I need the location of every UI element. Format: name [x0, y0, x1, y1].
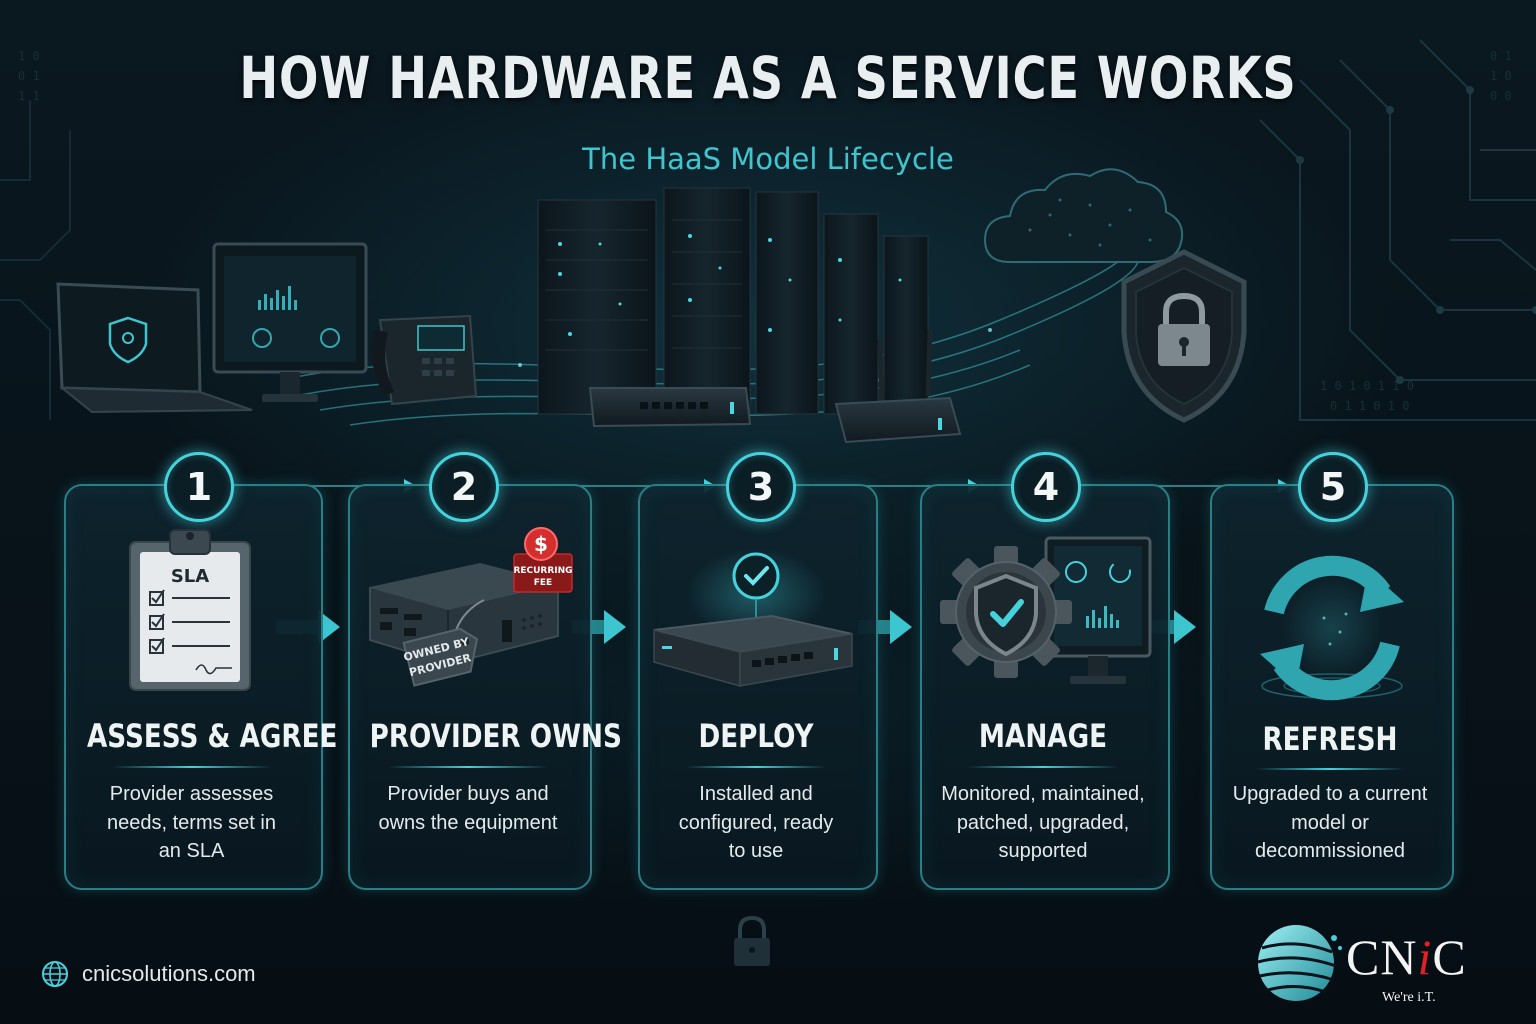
step-number-1: 1: [164, 452, 234, 522]
page-title: HOW HARDWARE AS A SERVICE WORKS: [239, 44, 1297, 112]
step-divider-2: [388, 766, 548, 768]
clipboard-sla-icon: SLA: [129, 529, 251, 691]
laptop-illustration: [56, 282, 253, 414]
gear-shield-monitor-icon: [940, 536, 1152, 684]
server-racks-illustration: [537, 187, 929, 415]
footer-website[interactable]: cnicsolutions.com: [40, 958, 256, 990]
svg-text:1 0: 1 0: [18, 49, 40, 63]
wireless-router-illustration: [834, 329, 962, 444]
cnic-logo-globe-icon: [1257, 925, 1342, 1001]
step-title-3: DEPLOY: [698, 717, 814, 755]
server-tag-icon: OWNED BY PROVIDER RECURRING FEE $: [369, 527, 573, 687]
step-title-4: MANAGE: [978, 717, 1108, 755]
svg-text:1 0 1 0 1 1 0: 1 0 1 0 1 1 0: [1320, 379, 1414, 393]
svg-text:0 0: 0 0: [1490, 89, 1512, 103]
svg-text:1 0: 1 0: [1490, 69, 1512, 83]
step-divider-4: [968, 766, 1118, 768]
security-shield-illustration: [1121, 249, 1247, 423]
svg-text:1 1: 1 1: [18, 89, 40, 103]
router-check-icon: [653, 548, 853, 687]
step-divider-3: [686, 766, 826, 768]
website-link[interactable]: cnicsolutions.com: [82, 961, 256, 986]
svg-text:SLA: SLA: [171, 566, 209, 587]
logo-tagline: We're i.T.: [1382, 990, 1436, 1005]
svg-text:0 1: 0 1: [18, 69, 40, 83]
network-switch-illustration: [588, 387, 752, 428]
svg-text:0 1 1 0 1 0: 0 1 1 0 1 0: [1330, 399, 1409, 413]
page-subtitle: The HaaS Model Lifecycle: [582, 142, 954, 176]
step-divider-1: [112, 766, 272, 768]
step-number-5: 5: [1298, 452, 1368, 522]
refresh-arrows-icon: [1260, 555, 1404, 701]
svg-text:RECURRING: RECURRING: [513, 566, 572, 576]
step-number-4: 4: [1011, 452, 1081, 522]
step-description-4: Monitored, maintained,patched, upgraded,…: [941, 783, 1145, 862]
svg-text:FEE: FEE: [534, 578, 552, 588]
svg-text:$: $: [534, 532, 548, 556]
cloud-icon: [983, 168, 1184, 263]
recurring-fee-badge: RECURRING FEE $: [513, 527, 573, 593]
globe-icon: [42, 961, 68, 987]
desk-phone-illustration: [371, 314, 478, 406]
step-title-5: REFRESH: [1262, 720, 1398, 758]
small-lock-icon: [734, 915, 770, 966]
step-divider-5: [1256, 768, 1404, 770]
cnic-logo-text: CNiC: [1346, 929, 1467, 985]
svg-text:0 1: 0 1: [1490, 49, 1512, 63]
step-title-1: ASSESS & AGREE: [86, 717, 338, 755]
step-number-2: 2: [429, 452, 499, 522]
step-number-3: 3: [726, 452, 796, 522]
monitor-illustration: [212, 242, 368, 402]
step-title-2: PROVIDER OWNS: [369, 717, 622, 755]
